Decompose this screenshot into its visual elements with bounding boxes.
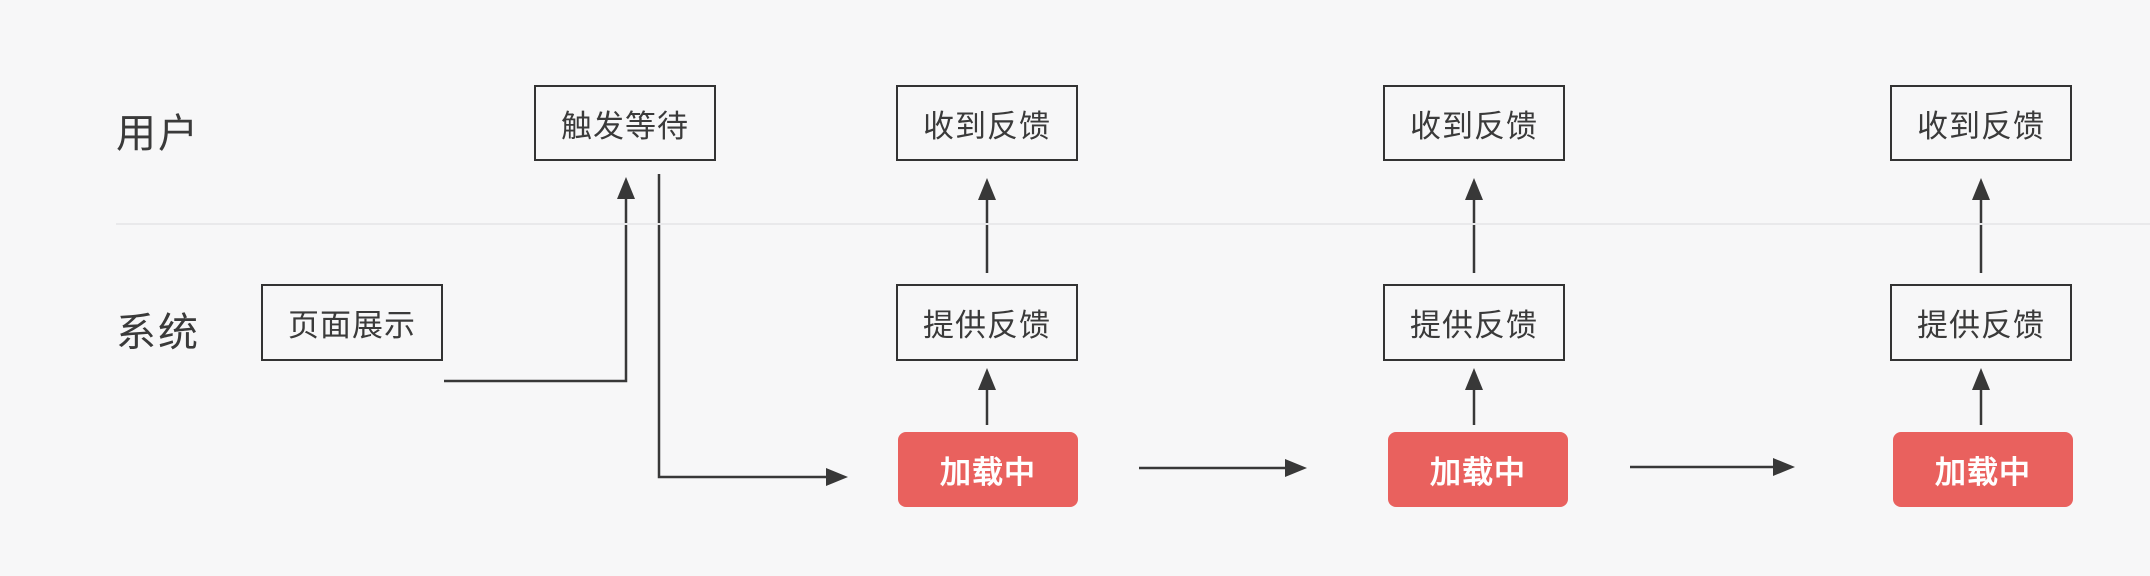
node-loading-2: 加载中 <box>1388 432 1568 507</box>
arrow-page-display-to-trigger-wait <box>444 177 635 383</box>
node-loading-1: 加载中 <box>898 432 1078 507</box>
arrow-loading-to-provide-1 <box>978 368 996 425</box>
node-loading-3: 加载中 <box>1893 432 2073 507</box>
arrow-provide-to-receive-2 <box>1465 178 1483 273</box>
node-page-display: 页面展示 <box>261 284 443 361</box>
lane-label-system: 系统 <box>116 311 200 355</box>
node-provide-feedback-3: 提供反馈 <box>1890 284 2072 361</box>
arrow-loading-1-to-loading-2 <box>1139 459 1307 477</box>
arrow-loading-to-provide-2 <box>1465 368 1483 425</box>
node-trigger-wait: 触发等待 <box>534 85 716 161</box>
arrow-trigger-wait-to-loading-1 <box>657 174 848 486</box>
node-receive-feedback-2: 收到反馈 <box>1383 85 1565 161</box>
arrow-provide-to-receive-3 <box>1972 178 1990 273</box>
lane-divider <box>116 223 2150 225</box>
node-provide-feedback-2: 提供反馈 <box>1383 284 1565 361</box>
lane-label-user: 用户 <box>116 112 200 156</box>
arrow-provide-to-receive-1 <box>978 178 996 273</box>
node-receive-feedback-1: 收到反馈 <box>896 85 1078 161</box>
arrow-loading-2-to-loading-3 <box>1630 458 1795 476</box>
arrow-loading-to-provide-3 <box>1972 368 1990 425</box>
node-provide-feedback-1: 提供反馈 <box>896 284 1078 361</box>
node-receive-feedback-3: 收到反馈 <box>1890 85 2072 161</box>
